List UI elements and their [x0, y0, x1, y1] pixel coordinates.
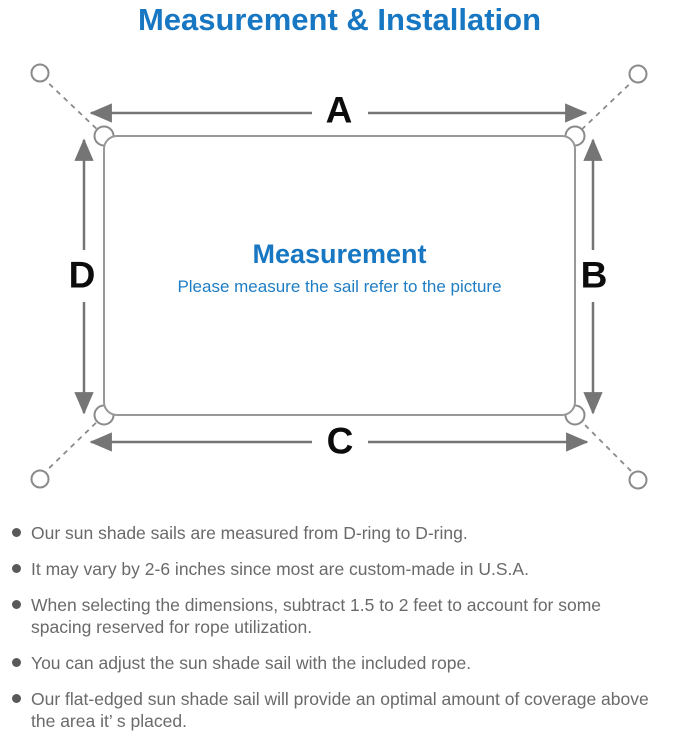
measurement-diagram: A B C D Measurement Please measure the s… [0, 46, 679, 516]
bullet-icon [12, 564, 21, 573]
diagram-center-text: Measurement Please measure the sail refe… [110, 239, 570, 297]
tether-line-top-right [577, 77, 637, 134]
note-item: Our sun shade sails are measured from D-… [12, 522, 665, 544]
bullet-icon [12, 600, 21, 609]
notes-list: Our sun shade sails are measured from D-… [0, 516, 679, 732]
dimension-label-c: C [326, 420, 354, 462]
note-text: You can adjust the sun shade sail with t… [31, 653, 472, 673]
bullet-icon [12, 694, 21, 703]
anchor-ring-top-right [628, 64, 648, 84]
tether-line-bottom-left [41, 417, 102, 476]
diagram-center-subtitle: Please measure the sail refer to the pic… [177, 277, 502, 296]
note-item: When selecting the dimensions, subtract … [12, 594, 665, 638]
tether-line-bottom-right [577, 417, 637, 477]
page-title: Measurement & Installation [137, 2, 542, 37]
anchor-ring-bottom-left [30, 469, 50, 489]
note-item: It may vary by 2-6 inches since most are… [12, 558, 665, 580]
note-item: Our flat-edged sun shade sail will provi… [12, 688, 665, 732]
sail-rectangle [103, 135, 576, 416]
dimension-label-a: A [325, 89, 353, 131]
anchor-ring-bottom-right [628, 470, 648, 490]
bullet-icon [12, 658, 21, 667]
note-item: You can adjust the sun shade sail with t… [12, 652, 665, 674]
note-text: Our sun shade sails are measured from D-… [31, 523, 468, 543]
diagram-center-title: Measurement [252, 239, 427, 269]
sail-diagram-graphic [30, 63, 648, 490]
dimension-label-b: B [580, 254, 608, 296]
note-text: When selecting the dimensions, subtract … [31, 595, 602, 637]
bullet-icon [12, 528, 21, 537]
anchor-ring-top-left [30, 63, 50, 83]
tether-line-top-left [41, 76, 102, 134]
note-text: It may vary by 2-6 inches since most are… [31, 559, 529, 579]
note-text: Our flat-edged sun shade sail will provi… [31, 689, 649, 731]
dimension-label-d: D [68, 254, 96, 296]
